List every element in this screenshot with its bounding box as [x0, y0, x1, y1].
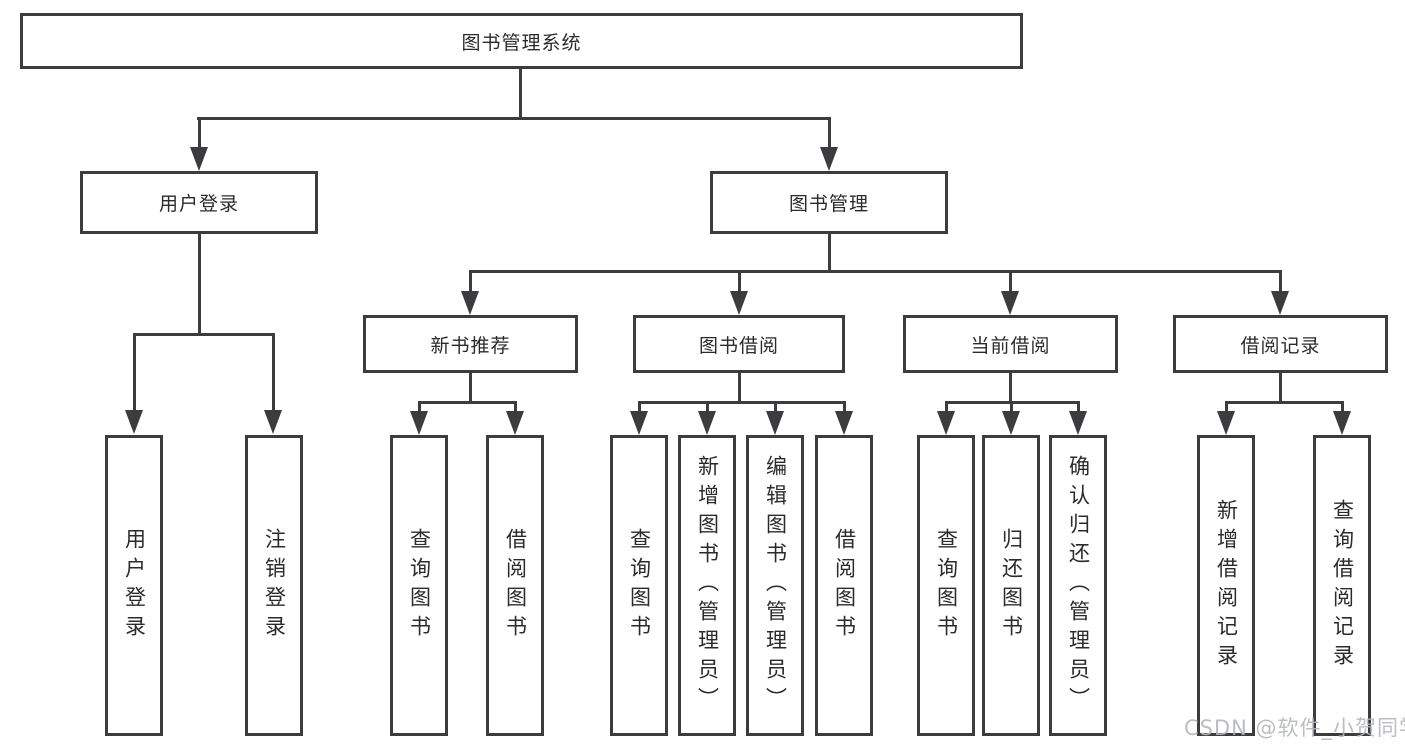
- arrowhead-down-icon: [1001, 291, 1019, 315]
- arrowhead-down-icon: [1002, 411, 1020, 435]
- node-leaf-edit-book-admin: 编辑图书（管理员）: [746, 435, 804, 736]
- connector-vline: [272, 333, 275, 411]
- connector-vline: [418, 401, 421, 413]
- node-leaf-add-book-admin: 新增图书（管理员）: [678, 435, 736, 736]
- connector-vline: [469, 270, 472, 295]
- arrowhead-down-icon: [730, 291, 748, 315]
- node-leaf-borrow-books: 借阅图书: [815, 435, 873, 736]
- arrowhead-down-icon: [766, 411, 784, 435]
- connector-vline: [828, 117, 831, 149]
- connector-vline: [843, 401, 846, 413]
- arrowhead-down-icon: [1333, 411, 1351, 435]
- node-root-system: 图书管理系统: [20, 13, 1023, 69]
- connector-vline: [738, 270, 741, 295]
- node-book-borrowing: 图书借阅: [633, 315, 845, 373]
- connector-vline: [1341, 401, 1344, 413]
- node-leaf-add-borrow-record: 新增借阅记录: [1197, 435, 1255, 736]
- connector-vline: [133, 333, 136, 411]
- connector-vline: [1077, 401, 1080, 413]
- connector-vline: [1009, 270, 1012, 295]
- node-user-login: 用户登录: [80, 171, 318, 234]
- arrowhead-down-icon: [506, 411, 524, 435]
- node-book-management: 图书管理: [710, 171, 948, 234]
- connector-hline: [133, 333, 275, 336]
- arrowhead-down-icon: [1217, 411, 1235, 435]
- arrowhead-down-icon: [1271, 291, 1289, 315]
- arrowhead-down-icon: [937, 411, 955, 435]
- arrowhead-down-icon: [410, 411, 428, 435]
- node-current-borrowing: 当前借阅: [903, 315, 1118, 373]
- connector-vline: [945, 401, 948, 413]
- connector-hline: [469, 270, 1282, 273]
- node-new-book-recommendation: 新书推荐: [363, 315, 578, 373]
- node-leaf-return-books: 归还图书: [982, 435, 1040, 736]
- connector-vline: [469, 373, 472, 404]
- connector-hline: [638, 401, 845, 404]
- node-leaf-user-login: 用户登录: [105, 435, 163, 736]
- connector-vline: [828, 234, 831, 273]
- arrowhead-down-icon: [461, 291, 479, 315]
- connector-vline: [1009, 373, 1012, 404]
- connector-vline: [738, 373, 741, 404]
- connector-vline: [519, 68, 522, 118]
- connector-vline: [1225, 401, 1228, 413]
- arrowhead-down-icon: [264, 410, 282, 434]
- connector-vline: [514, 401, 517, 413]
- connector-vline: [774, 401, 777, 413]
- arrowhead-down-icon: [820, 147, 838, 171]
- node-leaf-query-borrow-record: 查询借阅记录: [1313, 435, 1371, 736]
- node-leaf-logout: 注销登录: [245, 435, 303, 736]
- node-leaf-query-books-recommend: 查询图书: [390, 435, 448, 736]
- connector-hline: [418, 401, 517, 404]
- connector-vline: [1279, 373, 1282, 404]
- connector-vline: [198, 117, 201, 149]
- arrowhead-down-icon: [125, 410, 143, 434]
- connector-vline: [198, 234, 201, 336]
- arrowhead-down-icon: [835, 411, 853, 435]
- connector-vline: [706, 401, 709, 413]
- connector-vline: [1010, 401, 1013, 413]
- connector-vline: [1279, 270, 1282, 295]
- arrowhead-down-icon: [190, 147, 208, 171]
- node-borrowing-records: 借阅记录: [1173, 315, 1388, 373]
- arrowhead-down-icon: [698, 411, 716, 435]
- arrowhead-down-icon: [1069, 411, 1087, 435]
- node-leaf-borrow-books-recommend: 借阅图书: [486, 435, 544, 736]
- connector-hline: [197, 117, 831, 120]
- arrowhead-down-icon: [630, 411, 648, 435]
- node-leaf-confirm-return-admin: 确认归还（管理员）: [1049, 435, 1107, 736]
- csdn-watermark: CSDN @软件_小贺同学: [1184, 716, 1405, 740]
- connector-hline: [1225, 401, 1343, 404]
- node-leaf-query-books-borrowing: 查询图书: [610, 435, 668, 736]
- connector-vline: [638, 401, 641, 413]
- node-leaf-query-books-current: 查询图书: [917, 435, 975, 736]
